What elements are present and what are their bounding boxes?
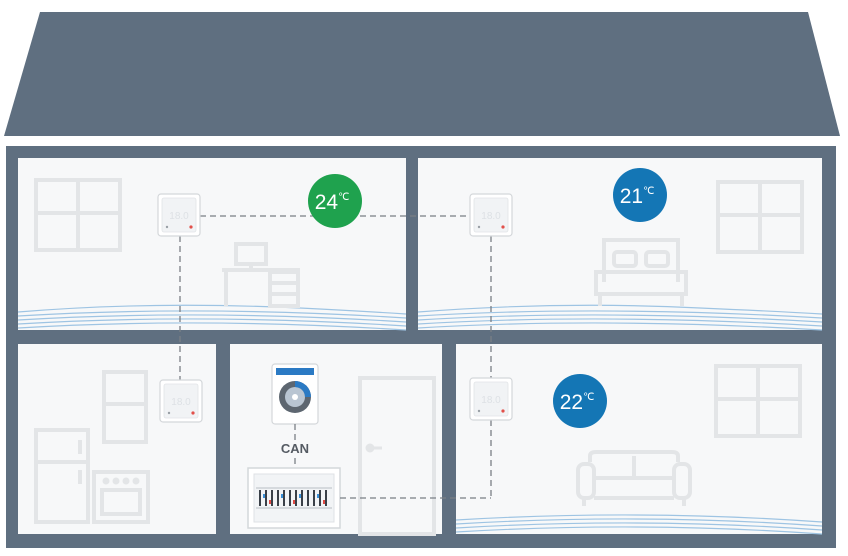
thermostat-display: 18.0 xyxy=(481,395,501,406)
svg-text:21℃: 21℃ xyxy=(620,185,655,208)
temp-unit-bedroom: ℃ xyxy=(643,186,654,197)
floor-heating-bedroom xyxy=(417,304,823,331)
can-bus-label: CAN xyxy=(281,441,309,456)
temp-badge-study: 24℃ xyxy=(308,174,362,228)
temp-value-study: 24 xyxy=(315,191,339,214)
temp-unit-study: ℃ xyxy=(338,192,349,203)
svg-text:22℃: 22℃ xyxy=(560,391,595,414)
thermostat-display: 18.0 xyxy=(169,211,189,222)
thermostat-display: 18.0 xyxy=(171,397,191,408)
cabinet-icon xyxy=(102,370,148,444)
room-kitchen xyxy=(18,344,216,534)
door-icon xyxy=(358,376,436,536)
temp-value-bedroom: 21 xyxy=(620,185,643,208)
fridge-icon xyxy=(34,428,90,524)
desk-icon xyxy=(222,242,300,308)
bed-icon xyxy=(594,238,688,306)
roof xyxy=(4,12,840,136)
oven-icon xyxy=(92,470,150,524)
svg-text:24℃: 24℃ xyxy=(315,191,350,214)
temp-value-living: 22 xyxy=(560,391,583,414)
temp-badge-bedroom: 21℃ xyxy=(613,168,667,222)
sofa-icon xyxy=(576,450,692,506)
floor-heating-study xyxy=(17,304,407,331)
floor-heating-living xyxy=(455,514,823,535)
temp-unit-living: ℃ xyxy=(583,392,594,403)
thermostat-display: 18.0 xyxy=(481,211,501,222)
room-living xyxy=(456,344,822,534)
controller-icon xyxy=(271,363,319,425)
temp-badge-living: 22℃ xyxy=(553,374,607,428)
manifold-icon xyxy=(247,467,341,529)
